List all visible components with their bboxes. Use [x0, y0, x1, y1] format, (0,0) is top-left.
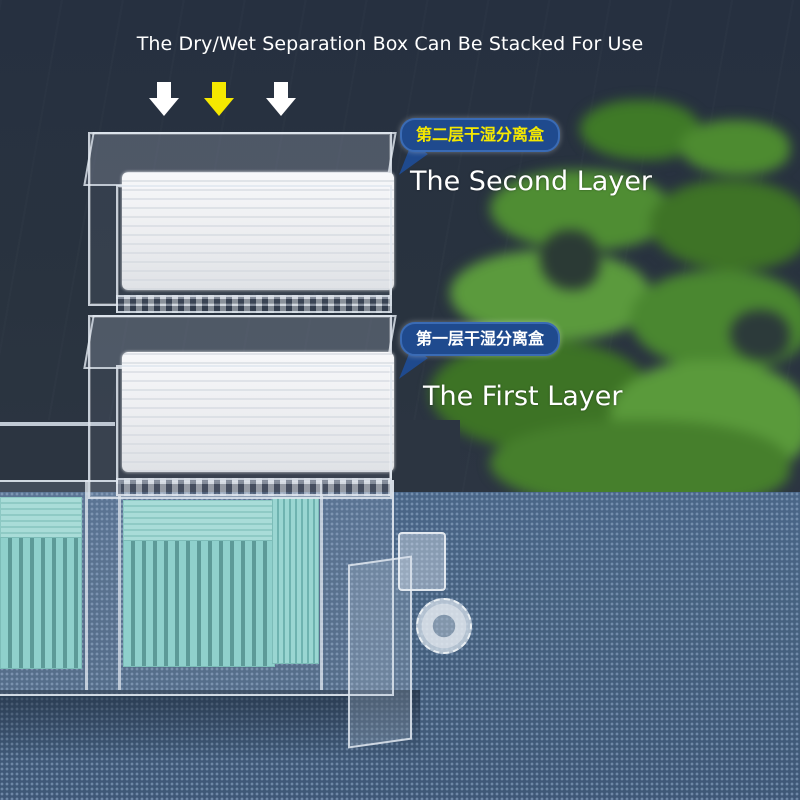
second-layer-tray-base — [116, 295, 392, 313]
down-arrow-icon — [266, 82, 296, 118]
bio-media-basket — [123, 540, 275, 667]
bio-filter-plate — [272, 497, 319, 664]
bio-basket-lid — [123, 500, 275, 542]
valve-knob — [416, 598, 472, 654]
down-arrow-icon — [149, 82, 179, 118]
first-layer-callout-text: 第一层干湿分离盒 — [416, 329, 545, 348]
second-layer-callout: 第二层干湿分离盒 — [400, 118, 561, 152]
first-layer-callout: 第一层干湿分离盒 — [400, 322, 561, 356]
down-arrow-icon — [204, 82, 234, 118]
flow-valve — [398, 532, 446, 591]
first-layer-filter-sponge — [122, 352, 394, 472]
headline: The Dry/Wet Separation Box Can Be Stacke… — [136, 33, 644, 55]
second-layer-callout-text: 第二层干湿分离盒 — [416, 125, 545, 144]
bio-basket-lid — [0, 497, 82, 539]
first-layer-box-front — [116, 365, 392, 484]
second-layer-box-front — [116, 185, 392, 299]
sump-rail — [0, 422, 115, 426]
blurred-plant — [430, 80, 800, 510]
second-layer-label: The Second Layer — [410, 166, 653, 197]
bio-media-basket — [0, 537, 82, 669]
sump-divider — [320, 480, 323, 690]
sump-divider — [118, 480, 121, 690]
first-layer-label: The First Layer — [423, 381, 623, 412]
second-layer-filter-sponge — [122, 172, 394, 290]
sump-shadow — [0, 690, 420, 760]
sump-divider — [85, 480, 88, 690]
first-layer-tray-base — [116, 478, 392, 496]
